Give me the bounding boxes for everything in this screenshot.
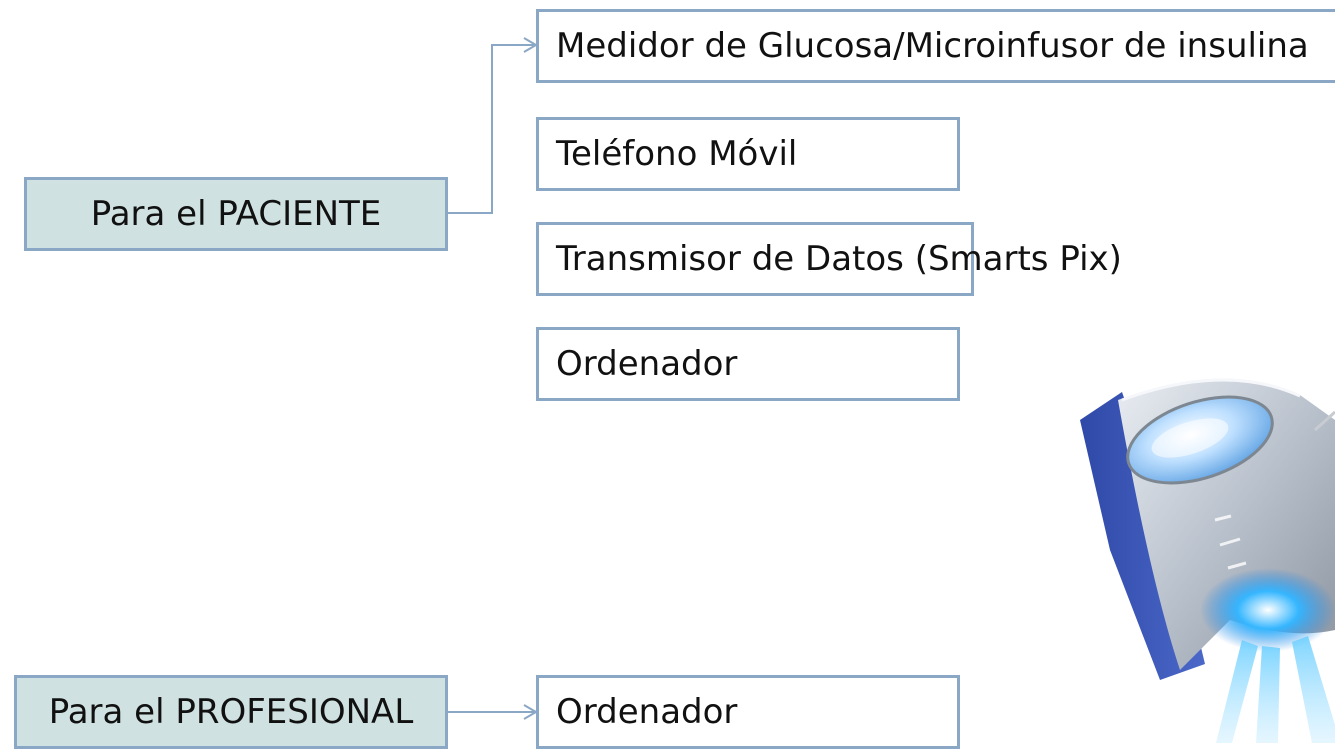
patient-item-label: Teléfono Móvil xyxy=(556,134,798,174)
patient-item-computer: Ordenador xyxy=(536,327,960,401)
patient-item-data-transmitter: Transmisor de Datos (Smarts Pix) xyxy=(536,222,1122,296)
patient-category-label: Para el PACIENTE xyxy=(90,194,382,234)
patient-item-label: Ordenador xyxy=(556,344,738,384)
patient-item-label: Transmisor de Datos (Smarts Pix) xyxy=(556,239,1122,279)
patient-item-mobile-phone: Teléfono Móvil xyxy=(536,117,960,191)
patient-item-label: Medidor de Glucosa/Microinfusor de insul… xyxy=(556,26,1309,66)
professional-item-label: Ordenador xyxy=(556,692,738,732)
professional-item-computer: Ordenador xyxy=(536,675,960,749)
professional-category-label: Para el PROFESIONAL xyxy=(48,692,414,732)
professional-category-box: Para el PROFESIONAL xyxy=(14,675,448,749)
patient-category-box: Para el PACIENTE xyxy=(24,177,448,251)
patient-item-glucose-meter: Medidor de Glucosa/Microinfusor de insul… xyxy=(536,9,1335,83)
